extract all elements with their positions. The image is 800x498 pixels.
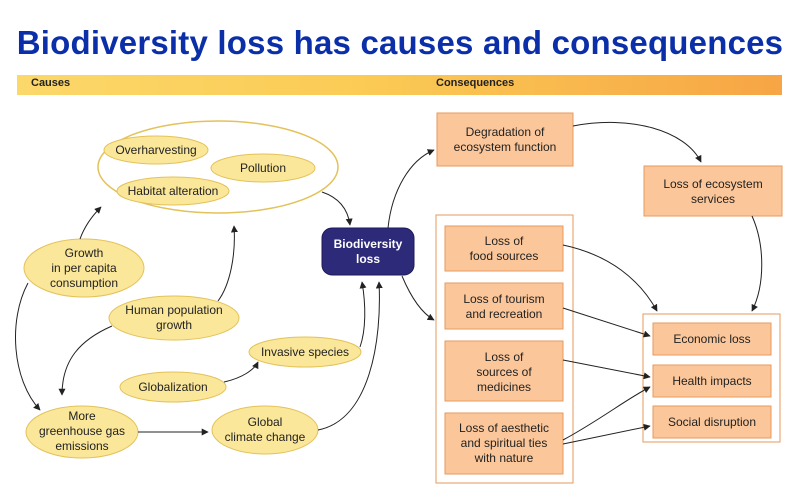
arrow-food-to-societal xyxy=(562,244,658,312)
greenhouse-gas-label-2: greenhouse gas xyxy=(39,424,125,438)
arrow-invasive-to-biodiversity xyxy=(359,281,367,348)
food-sources-node: Loss of food sources xyxy=(444,225,564,272)
greenhouse-gas-node: More greenhouse gas emissions xyxy=(25,405,139,459)
arrow-globalization-to-invasive xyxy=(223,361,259,383)
globalization-node: Globalization xyxy=(119,371,227,403)
growth-consumption-label-2: in per capita xyxy=(51,261,117,275)
growth-consumption-label-1: Growth xyxy=(65,246,104,260)
arrow-ecosystem-services-to-societal xyxy=(751,215,763,312)
health-impacts-label: Health impacts xyxy=(672,374,751,388)
arrows xyxy=(15,121,763,445)
globalization-label: Globalization xyxy=(138,380,207,394)
climate-change-label-1: Global xyxy=(248,415,283,429)
habitat-alteration-label: Habitat alteration xyxy=(128,184,219,198)
overharvesting-node: Overharvesting xyxy=(103,135,209,165)
tourism-label-2: and recreation xyxy=(466,307,543,321)
arrow-population-to-greenhouse xyxy=(58,325,113,396)
economic-loss-node: Economic loss xyxy=(652,322,772,356)
page-title: Biodiversity loss has causes and consequ… xyxy=(16,24,784,61)
arrow-population-to-direct-causes xyxy=(217,225,238,302)
aesthetic-label-1: Loss of aesthetic xyxy=(459,421,549,435)
biodiversity-loss-label-2: loss xyxy=(356,252,380,266)
pollution-node: Pollution xyxy=(210,153,316,183)
ecosystem-services-label-2: services xyxy=(691,192,735,206)
arrow-medicines-to-health xyxy=(562,359,651,380)
causes-label: Causes xyxy=(31,77,71,89)
global-climate-change-node: Global climate change xyxy=(211,405,319,455)
tourism-node: Loss of tourism and recreation xyxy=(444,282,564,330)
degradation-label-1: Degradation of xyxy=(466,125,545,139)
ecosystem-services-label-1: Loss of ecosystem xyxy=(663,177,762,191)
aesthetic-label-2: and spiritual ties xyxy=(461,436,548,450)
arrow-direct-causes-to-biodiversity xyxy=(321,191,353,226)
habitat-alteration-node: Habitat alteration xyxy=(116,176,230,206)
medicines-label-3: medicines xyxy=(477,380,531,394)
aesthetic-node: Loss of aesthetic and spiritual ties wit… xyxy=(444,412,564,475)
pollution-label: Pollution xyxy=(240,161,286,175)
tourism-label-1: Loss of tourism xyxy=(463,292,544,306)
invasive-species-node: Invasive species xyxy=(248,336,362,368)
arrow-tourism-to-economic xyxy=(562,307,651,338)
arrow-aesthetic-to-health xyxy=(562,386,651,441)
aesthetic-label-3: with nature xyxy=(474,451,534,465)
medicines-label-1: Loss of xyxy=(485,350,524,364)
biodiversity-loss-node: Biodiversity loss xyxy=(321,227,415,276)
climate-change-label-2: climate change xyxy=(225,430,306,444)
arrow-growth-to-greenhouse xyxy=(15,282,41,411)
social-disruption-label: Social disruption xyxy=(668,415,756,429)
human-population-label-2: growth xyxy=(156,318,192,332)
arrow-climate-to-biodiversity xyxy=(317,281,383,431)
degradation-node: Degradation of ecosystem function xyxy=(436,112,574,167)
greenhouse-gas-label-1: More xyxy=(68,409,96,423)
arrow-biodiversity-to-direct-consequences xyxy=(401,275,435,321)
health-impacts-node: Health impacts xyxy=(652,364,772,398)
invasive-species-label: Invasive species xyxy=(261,345,349,359)
consequences-label: Consequences xyxy=(436,77,515,89)
economic-loss-label: Economic loss xyxy=(673,332,750,346)
growth-consumption-label-3: consumption xyxy=(50,276,118,290)
loss-ecosystem-services-node: Loss of ecosystem services xyxy=(643,165,783,217)
human-population-growth-node: Human population growth xyxy=(108,295,240,341)
arrow-degradation-to-ecosystem-services xyxy=(572,121,702,163)
arrow-biodiversity-to-degradation xyxy=(387,149,435,229)
food-sources-label-2: food sources xyxy=(470,249,539,263)
header-bar: Causes Consequences xyxy=(17,75,782,95)
overharvesting-label: Overharvesting xyxy=(115,143,196,157)
degradation-label-2: ecosystem function xyxy=(454,140,557,154)
biodiversity-loss-label-1: Biodiversity xyxy=(334,237,403,251)
human-population-label-1: Human population xyxy=(125,303,222,317)
greenhouse-gas-label-3: emissions xyxy=(55,439,108,453)
arrow-aesthetic-to-social xyxy=(562,423,651,445)
food-sources-label-1: Loss of xyxy=(485,234,524,248)
arrow-growth-to-direct-causes xyxy=(79,206,102,240)
medicines-label-2: sources of xyxy=(476,365,532,379)
growth-consumption-node: Growth in per capita consumption xyxy=(23,238,145,298)
medicines-node: Loss of sources of medicines xyxy=(444,340,564,402)
social-disruption-node: Social disruption xyxy=(652,405,772,439)
